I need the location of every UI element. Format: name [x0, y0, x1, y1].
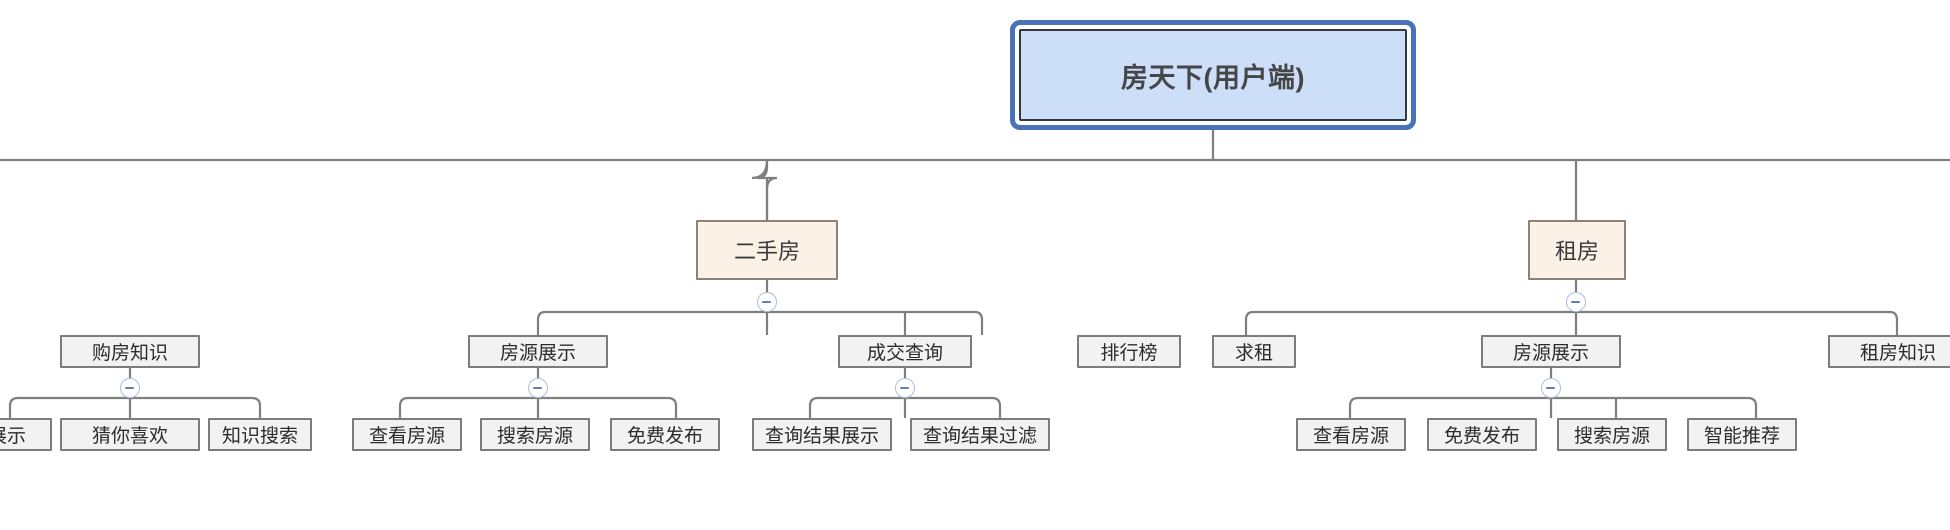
- node-leaf-sousuo-fangyuan-zf[interactable]: 搜索房源: [1557, 418, 1667, 451]
- node-ershoufang[interactable]: 二手房: [696, 220, 838, 280]
- root-selection-outline: [1010, 20, 1416, 130]
- node-leaf-chaxun-jieguo-guolv[interactable]: 查询结果过滤: [910, 418, 1050, 451]
- node-ershoufang-fangyuan-zhanshi[interactable]: 房源展示: [468, 335, 608, 368]
- node-ershoufang-fangyuan-zhanshi-label: 房源展示: [499, 343, 576, 364]
- node-root[interactable]: 房天下(用户端): [1019, 29, 1407, 121]
- node-leaf-chakan-fangyuan-zf[interactable]: 查看房源: [1296, 418, 1406, 451]
- node-ershoufang-label: 二手房: [733, 239, 800, 264]
- node-leaf-zhishi-sousuo-label: 知识搜索: [221, 426, 298, 447]
- node-leaf-chakan-fangyuan-esf-label: 查看房源: [368, 426, 445, 447]
- collapse-minus-icon-zufang[interactable]: [1566, 292, 1586, 312]
- node-leaf-zhanshi-label: 展示: [0, 426, 26, 447]
- node-leaf-chaxun-jieguo-zhanshi-label: 查询结果展示: [764, 426, 879, 447]
- node-leaf-chaxun-jieguo-guolv-label: 查询结果过滤: [922, 426, 1037, 447]
- node-qiuzu[interactable]: 求租: [1212, 335, 1296, 368]
- node-leaf-mianfei-fabu-esf[interactable]: 免费发布: [610, 418, 720, 451]
- node-zufang[interactable]: 租房: [1528, 220, 1626, 280]
- node-zufang-fangyuan-zhanshi[interactable]: 房源展示: [1481, 335, 1621, 368]
- node-paihangbang-label: 排行榜: [1100, 343, 1158, 364]
- node-goufang-zhishi-label: 购房知识: [91, 343, 168, 364]
- node-leaf-zhineng-tuijian[interactable]: 智能推荐: [1687, 418, 1797, 451]
- collapse-minus-icon-ershoufang[interactable]: [757, 292, 777, 312]
- collapse-minus-icon-zufang-fangyuan[interactable]: [1541, 378, 1561, 398]
- node-leaf-chakan-fangyuan-esf[interactable]: 查看房源: [352, 418, 462, 451]
- collapse-minus-icon-ershoufang-fangyuan[interactable]: [528, 378, 548, 398]
- node-zufang-fangyuan-zhanshi-label: 房源展示: [1512, 343, 1589, 364]
- node-leaf-chaxun-jieguo-zhanshi[interactable]: 查询结果展示: [752, 418, 892, 451]
- node-paihangbang[interactable]: 排行榜: [1077, 335, 1181, 368]
- node-zufang-label: 租房: [1554, 239, 1599, 264]
- node-leaf-sousuo-fangyuan-esf-label: 搜索房源: [496, 426, 573, 447]
- node-leaf-mianfei-fabu-zf-label: 免费发布: [1443, 426, 1520, 447]
- node-leaf-caini-xihuan-label: 猜你喜欢: [91, 426, 168, 447]
- node-root-label: 房天下(用户端): [1121, 62, 1305, 93]
- node-chengjiao-chaxun[interactable]: 成交查询: [838, 335, 972, 368]
- node-leaf-zhishi-sousuo[interactable]: 知识搜索: [208, 418, 312, 451]
- node-leaf-sousuo-fangyuan-zf-label: 搜索房源: [1573, 426, 1650, 447]
- node-leaf-caini-xihuan[interactable]: 猜你喜欢: [60, 418, 200, 451]
- collapse-minus-icon-goufang-zhishi[interactable]: [120, 378, 140, 398]
- node-qiuzu-label: 求租: [1234, 343, 1273, 364]
- node-zufang-zhishi-label: 租房知识: [1859, 343, 1936, 364]
- node-goufang-zhishi[interactable]: 购房知识: [60, 335, 200, 368]
- node-leaf-zhineng-tuijian-label: 智能推荐: [1703, 426, 1780, 447]
- node-leaf-mianfei-fabu-zf[interactable]: 免费发布: [1427, 418, 1537, 451]
- node-chengjiao-chaxun-label: 成交查询: [866, 343, 943, 364]
- node-leaf-chakan-fangyuan-zf-label: 查看房源: [1312, 426, 1389, 447]
- collapse-minus-icon-chengjiao-chaxun[interactable]: [895, 378, 915, 398]
- node-leaf-mianfei-fabu-esf-label: 免费发布: [626, 426, 703, 447]
- node-zufang-zhishi[interactable]: 租房知识: [1828, 335, 1950, 368]
- node-leaf-zhanshi[interactable]: 展示: [0, 418, 52, 451]
- node-leaf-sousuo-fangyuan-esf[interactable]: 搜索房源: [480, 418, 590, 451]
